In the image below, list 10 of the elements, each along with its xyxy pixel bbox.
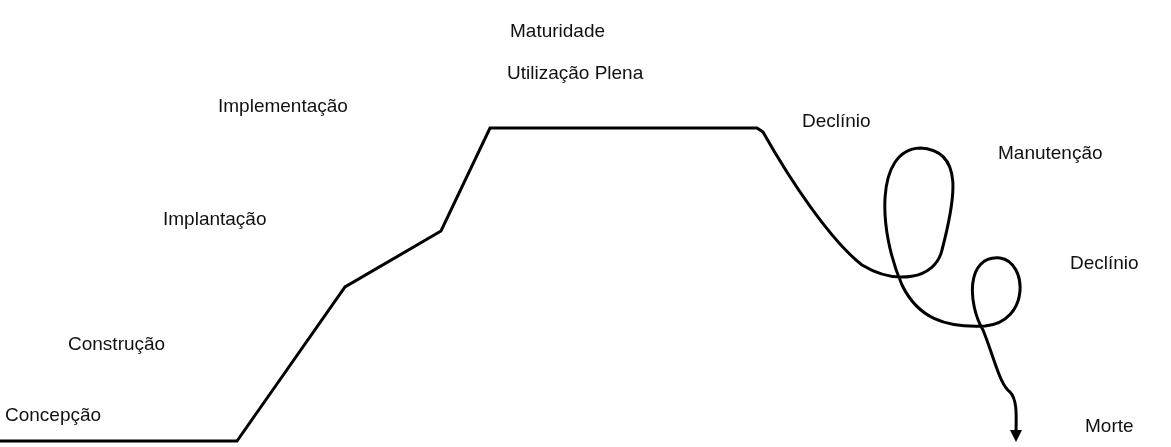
stage-label: Concepção: [5, 404, 102, 426]
stage-label: Utilização Plena: [507, 62, 644, 84]
stage-label: Morte: [1085, 415, 1134, 437]
stage-label: Implementação: [218, 95, 348, 117]
stage-label: Implantação: [163, 208, 267, 230]
stage-label: Declínio: [802, 110, 871, 132]
stage-label: Maturidade: [510, 20, 606, 42]
stage-label: Construção: [68, 333, 166, 355]
stage-label: Manutenção: [998, 142, 1103, 164]
stage-label: Declínio: [1070, 252, 1139, 274]
